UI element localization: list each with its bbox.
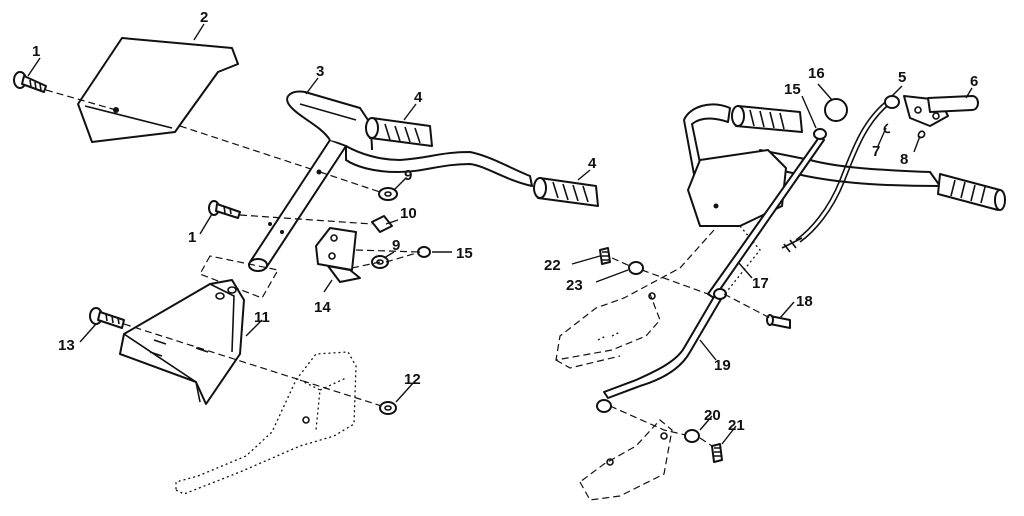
callout-6: 6 (970, 73, 978, 90)
callout-15: 15 (784, 81, 801, 98)
callout-15: 15 (456, 245, 473, 262)
bracket-14 (315, 227, 361, 283)
nut-9-upper (378, 187, 398, 201)
callout-5: 5 (898, 69, 906, 86)
console-plate (77, 37, 239, 143)
callout-11: 11 (254, 309, 270, 326)
bolt-top (13, 71, 47, 93)
spring-21 (711, 443, 723, 463)
callout-labels: 1 2 3 4 4 9 10 1 9 15 14 11 13 12 16 15 … (32, 9, 978, 434)
axis-line (239, 214, 373, 225)
cable (799, 101, 893, 243)
axis-line (351, 251, 421, 269)
callout-12: 12 (404, 371, 421, 388)
callout-4: 4 (414, 89, 423, 106)
nut-12 (379, 401, 397, 415)
washer-23 (628, 261, 644, 275)
callout-9: 9 (404, 167, 412, 184)
callout-20: 20 (704, 407, 721, 424)
rod-19 (596, 288, 727, 413)
handlebar (248, 90, 533, 272)
callout-3: 3 (316, 63, 324, 80)
tiller-frame-right (555, 229, 715, 369)
cable (795, 99, 889, 241)
bolt-13 (89, 307, 125, 329)
washer-20 (684, 429, 700, 443)
control-lever (883, 95, 979, 139)
cable-spring (781, 237, 803, 253)
callout-17: 17 (752, 275, 769, 292)
grip-upper (365, 117, 433, 147)
callout-19: 19 (714, 357, 731, 374)
axis-line (611, 257, 709, 295)
callout-10: 10 (400, 205, 417, 222)
left-handlebar-assembly (13, 37, 599, 495)
tiller-frame (175, 351, 357, 495)
axis-line (179, 125, 321, 173)
callout-18: 18 (796, 293, 813, 310)
callout-2: 2 (200, 9, 208, 26)
callout-7: 7 (872, 143, 880, 160)
callout-1: 1 (188, 229, 196, 246)
bolt-mid (208, 200, 241, 219)
callout-22: 22 (544, 257, 561, 274)
callout-14: 14 (314, 299, 331, 316)
callout-23: 23 (566, 277, 583, 294)
callout-13: 13 (58, 337, 75, 354)
callout-16: 16 (808, 65, 825, 82)
knob-16 (824, 98, 848, 122)
right-handlebar-assembly (555, 95, 1006, 501)
callout-4: 4 (588, 155, 597, 172)
alignment-box (199, 255, 279, 299)
axis-line (45, 89, 117, 111)
clip-10 (371, 215, 393, 233)
axis-line (123, 323, 389, 409)
axis-line (319, 171, 381, 193)
axis-line (609, 405, 691, 437)
axis-line (723, 293, 771, 319)
console-right (687, 149, 787, 301)
spring-22 (599, 247, 611, 265)
grip-right (533, 177, 599, 207)
callout-1: 1 (32, 43, 40, 60)
callout-9: 9 (392, 237, 400, 254)
washer-15-right (813, 128, 827, 140)
axis-line (699, 437, 713, 447)
callout-8: 8 (900, 151, 908, 168)
callout-21: 21 (728, 417, 745, 434)
lower-bracket (579, 419, 673, 501)
axis-line (355, 249, 421, 253)
pin-18 (766, 314, 791, 329)
leader-lines (27, 23, 973, 445)
